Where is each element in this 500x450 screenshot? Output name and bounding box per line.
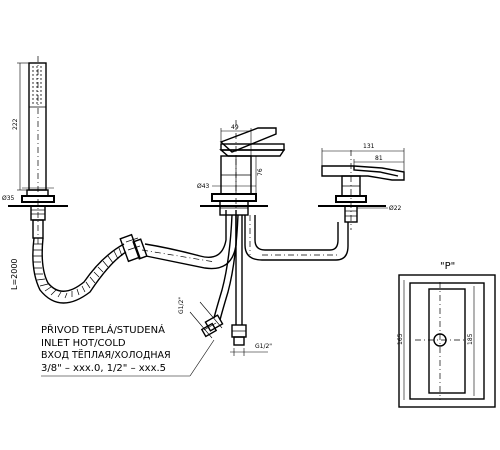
thread-dimensions: G1/2" G1/2" (178, 297, 272, 356)
detail-p: "P" 165 185 (397, 261, 496, 408)
spout-dimensions: 131 81 Ø22 (321, 143, 405, 212)
hand-shower (8, 56, 68, 246)
dim-detail-185: 185 (467, 333, 474, 345)
dim-81: 81 (375, 155, 383, 162)
dim-thread-hot: G1/2" (178, 297, 185, 314)
inlet-label-line1: PŘIVOD TEPLÁ/STUDENÁ (41, 323, 165, 336)
dim-d35: Ø35 (2, 195, 15, 202)
hand-shower-dimensions: 222 Ø35 L=2000 (2, 62, 54, 290)
dim-76: 76 (257, 168, 264, 176)
dim-49: 49 (231, 124, 239, 131)
spray-nozzles (32, 66, 42, 104)
inlet-label-line3: ВХОД ТЁПЛАЯ/ХОЛОДНАЯ (41, 350, 171, 361)
dim-thread-cold: G1/2" (255, 343, 272, 350)
dim-222: 222 (12, 118, 19, 130)
spout (318, 150, 405, 230)
detail-p-label: "P" (440, 261, 455, 272)
connecting-pipe (141, 210, 349, 270)
inlet-label-line2: INLET HOT/COLD (41, 338, 126, 349)
dim-d43: Ø43 (197, 183, 210, 190)
shower-hose (32, 233, 148, 304)
dim-d22: Ø22 (389, 205, 402, 212)
inlet-label: PŘIVOD TEPLÁ/STUDENÁ INLET HOT/COLD ВХОД… (41, 323, 215, 377)
supply-hoses (200, 214, 247, 346)
dim-hose-length: L=2000 (10, 258, 19, 290)
dim-detail-165: 165 (397, 333, 404, 345)
mixer-dimensions: 49 76 Ø43 (197, 124, 264, 194)
dim-131: 131 (363, 143, 375, 150)
inlet-label-line4: 3/8" – xxx.0, 1/2" – xxx.5 (41, 363, 166, 374)
